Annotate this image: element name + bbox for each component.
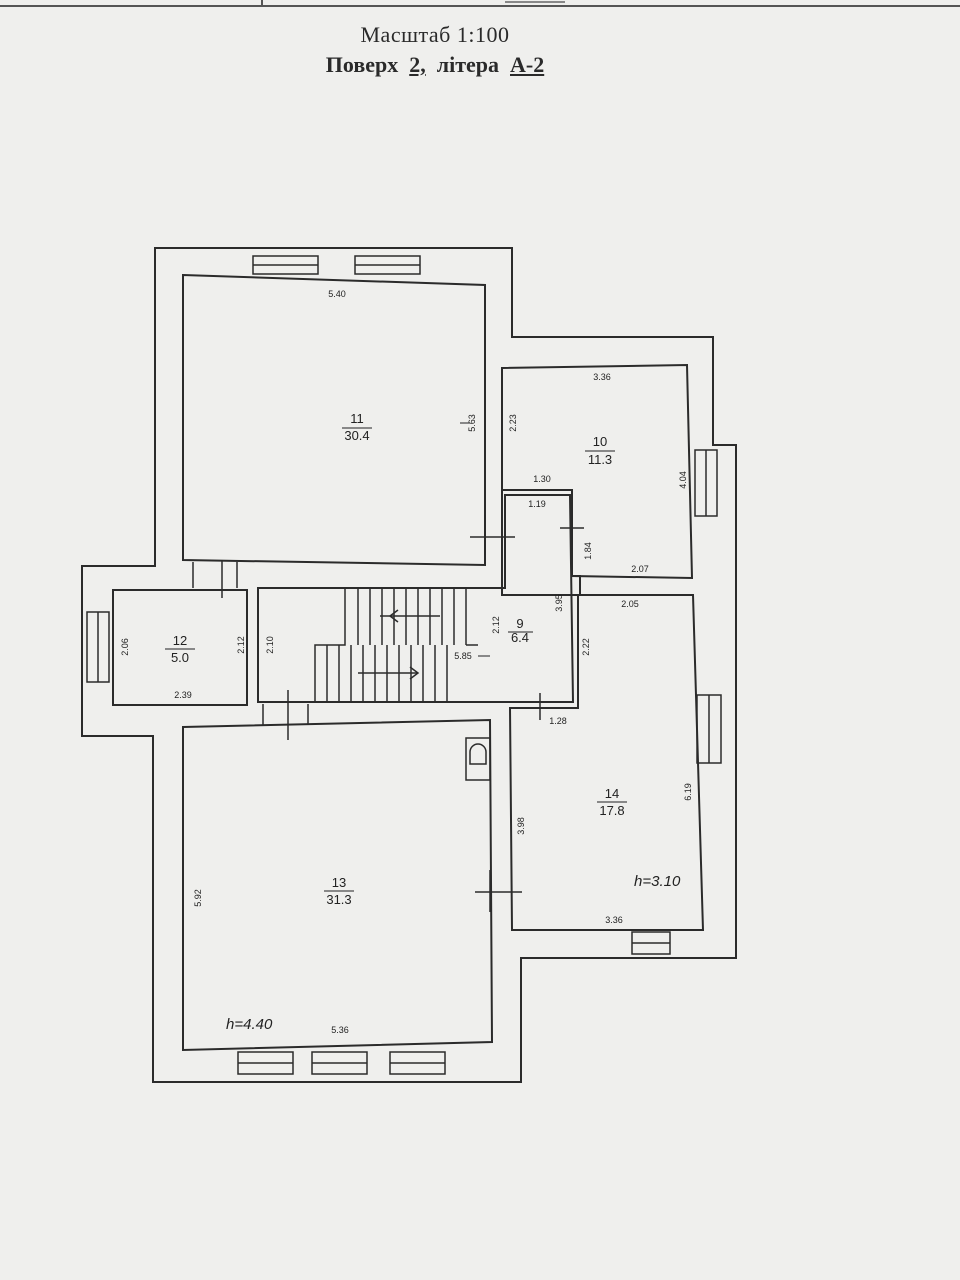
exterior-wall	[81, 247, 737, 1083]
dimension-labels: 5.40 5.63 3.36 2.23 4.04 2.07 1.30 1.19 …	[120, 289, 693, 1035]
room-11-number: 11	[350, 411, 364, 426]
dim-r11-height: 5.63	[467, 414, 477, 432]
floor-number: 2,	[409, 52, 426, 77]
dim-r14-top: 2.05	[621, 599, 639, 609]
dim-r9-inner: 2.12	[491, 616, 501, 634]
room-labels: 11 30.4 10 11.3 9 6.4 12 5.0 13 31.3 14 …	[165, 411, 627, 907]
dim-r14-notch: 1.28	[549, 716, 567, 726]
room-13-outline	[182, 718, 494, 1052]
room-10-number: 10	[593, 434, 607, 449]
dim-r9-right: 3.95	[554, 594, 564, 612]
room-9-area: 6.4	[511, 630, 529, 645]
dim-r12-right: 2.12	[236, 636, 246, 654]
room-14-area: 17.8	[599, 803, 624, 818]
room-14-number: 14	[605, 786, 619, 801]
floor-word: Поверх	[325, 52, 399, 77]
doors	[192, 510, 584, 912]
windows	[86, 255, 722, 1075]
room-14-outline	[508, 594, 705, 931]
letter-word: літера	[436, 52, 499, 77]
stove-symbol	[465, 737, 491, 781]
dim-r9-width: 5.85	[454, 651, 472, 661]
floor-title: Поверх 2, літера А-2	[0, 52, 870, 78]
room-10-area: 11.3	[588, 452, 612, 467]
dim-r10-top: 3.36	[593, 372, 611, 382]
staircase	[314, 588, 478, 702]
room-9-number: 9	[516, 616, 523, 631]
room-9-outline	[257, 494, 575, 703]
room-11-area: 30.4	[344, 428, 369, 443]
dim-r9-left: 2.10	[265, 636, 275, 654]
scale-label: Масштаб 1:100	[360, 22, 510, 47]
dim-r10-left: 2.23	[508, 414, 518, 432]
hall-upper-outline	[501, 489, 581, 596]
dim-r10-right: 4.04	[678, 471, 688, 489]
dim-r14-bottom: 3.36	[605, 915, 623, 925]
dim-r12-bottom: 2.39	[174, 690, 192, 700]
dim-r14-right: 6.19	[683, 783, 693, 801]
dim-r13-bottom: 5.36	[331, 1025, 349, 1035]
room-12-outline	[112, 589, 248, 706]
room-11-outline	[182, 273, 486, 567]
room-13-number: 13	[332, 875, 346, 890]
room-12-number: 12	[173, 633, 187, 648]
dim-r13-left: 5.92	[193, 889, 203, 907]
letter-code: А-2	[510, 52, 545, 77]
page-frame-top	[0, 0, 960, 7]
height-labels: h=3.10 h=4.40	[226, 873, 681, 1033]
dim-r14-left-upper: 2.22	[581, 638, 591, 656]
height-room-14: h=3.10	[634, 873, 681, 890]
room-13-area: 31.3	[326, 892, 351, 907]
dim-r10-bottom: 2.07	[631, 564, 649, 574]
dim-hall-upper-left: 1.30	[533, 474, 551, 484]
room-12-area: 5.0	[171, 650, 189, 665]
dim-hall-upper-top: 1.19	[528, 499, 546, 509]
dim-r12-left: 2.06	[120, 638, 130, 656]
room-10-outline	[501, 363, 694, 580]
height-room-13: h=4.40	[226, 1016, 273, 1033]
dim-r11-width: 5.40	[328, 289, 346, 299]
dim-r14-left: 3.98	[516, 817, 526, 835]
dim-hall-upper-right: 1.84	[583, 542, 593, 560]
